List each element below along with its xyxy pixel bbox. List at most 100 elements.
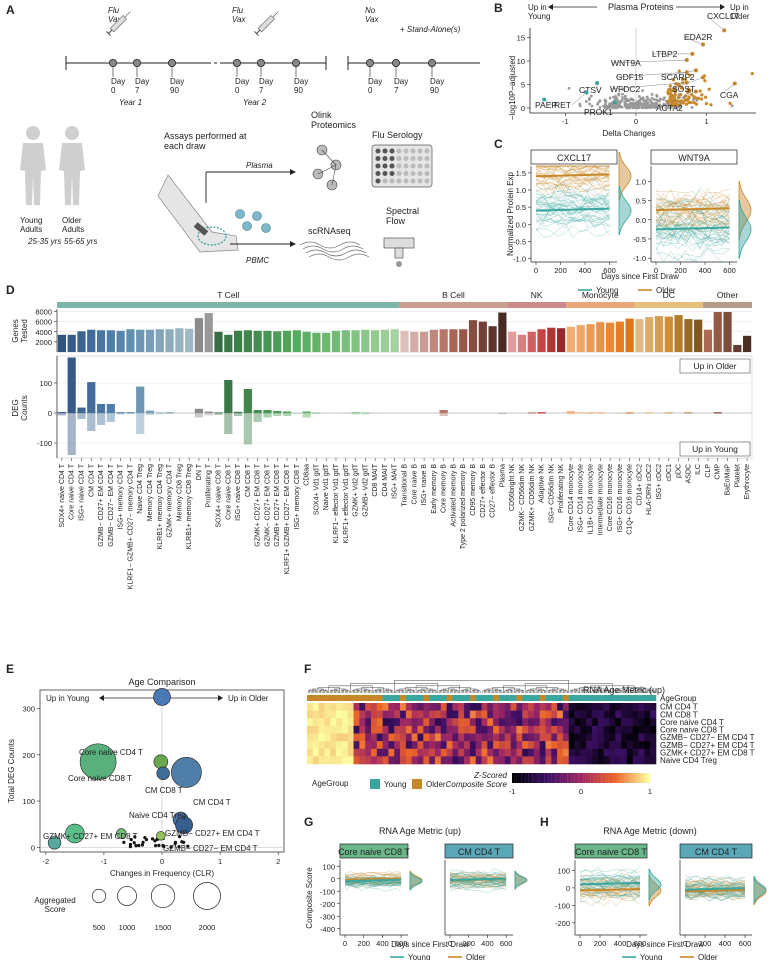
f-dendrogram (602, 690, 606, 693)
d-deg-bar-older (645, 412, 654, 413)
f-heatmap-cell (423, 756, 430, 765)
b-point-older (677, 83, 681, 87)
trajectory-young (579, 874, 641, 882)
d-ytick-label: 2000 (35, 338, 52, 347)
d-category-label: GZMB− CD27− EM CD4 T (108, 463, 115, 546)
f-dendrogram (449, 690, 454, 693)
f-heatmap-cell (458, 748, 465, 757)
trend-young (344, 878, 402, 883)
e-point-small (122, 840, 126, 844)
b-leader-line (719, 83, 735, 96)
d-genes-bar (478, 321, 487, 352)
b-point-ns (598, 99, 602, 103)
f-dendrogram (353, 689, 360, 693)
d-group-label: Other (717, 290, 738, 300)
trajectory-young (449, 883, 507, 887)
f-heatmap-cell (400, 756, 407, 765)
b-protein-label: ACTA2 (656, 103, 683, 113)
d-category-label: Intermediate monocyte (597, 464, 604, 535)
f-heatmap-cell (539, 756, 546, 765)
d-genes-bar (517, 334, 527, 352)
f-heatmap-cell (318, 756, 325, 765)
plate-well (382, 148, 388, 154)
f-colorbar-tick: 0 (579, 787, 583, 796)
f-dendrogram (597, 690, 601, 693)
f-dendrogram (503, 685, 548, 693)
d-deg-bar-older (263, 410, 272, 413)
d-genes-bar (419, 331, 429, 352)
f-heatmap-cell (626, 703, 634, 711)
f-dendrogram (340, 690, 345, 693)
f-heatmap-cell (586, 725, 593, 734)
e-legend-circle (150, 883, 176, 909)
trajectory-young (655, 209, 730, 227)
person-head (65, 126, 79, 140)
f-dendrogram (635, 690, 639, 693)
b-point-ns (614, 105, 618, 108)
f-colorbar-step (535, 773, 538, 783)
d-category-label: BaEoMaP (725, 464, 732, 496)
f-heatmap-cell (638, 718, 645, 727)
f-heatmap-cell (626, 748, 634, 757)
trend-young (655, 226, 730, 231)
f-agegroup-cell (353, 695, 360, 701)
ytick-label: -200 (320, 900, 335, 909)
f-heatmap-cell (516, 741, 523, 750)
b-point-older (679, 99, 684, 103)
f-heatmap-cell (434, 741, 442, 750)
f-heatmap-cell (411, 703, 418, 711)
syringe-needle (124, 11, 131, 18)
b-point-older (694, 96, 698, 100)
f-heatmap-cell (452, 756, 459, 765)
d-category-label: Activated memory B (450, 464, 457, 527)
e-point-small (162, 844, 166, 849)
b-point-ns (629, 97, 633, 101)
density-young (648, 868, 662, 901)
f-dendrogram (334, 688, 346, 693)
timepoint-marker (132, 59, 141, 68)
b-point-ns (662, 98, 665, 101)
b-point-ns (638, 95, 641, 98)
f-heatmap-cell (609, 756, 616, 765)
b-protein-label: CXCL17 (707, 11, 739, 21)
density-young (618, 186, 632, 235)
label-line: Adults (20, 225, 42, 234)
f-heatmap-cell (638, 733, 645, 742)
d-genes-bar (576, 325, 585, 352)
f-heatmap-cell (528, 748, 535, 757)
facet-title: WNT9A (678, 153, 710, 163)
d-deg-bar-young (136, 413, 145, 434)
f-colorbar-step (606, 773, 609, 783)
d-genes-bar (498, 312, 507, 352)
d-genes-bar (77, 331, 86, 352)
f-heatmap-cell (562, 710, 570, 719)
f-agegroup-cell (592, 695, 599, 701)
d-category-label: Erythrocyte (744, 464, 751, 500)
e-point-small (157, 843, 161, 848)
density-young (409, 872, 423, 891)
f-heatmap-cell (429, 756, 436, 765)
f-agegroup-cell (382, 695, 389, 701)
b-point-ns (695, 98, 699, 102)
d-category-label: Proliferating T (206, 463, 213, 507)
f-heatmap-cell (365, 756, 372, 765)
trajectory-young (535, 223, 610, 238)
b-point-ns (730, 104, 734, 108)
f-heatmap-cell (330, 718, 337, 727)
f-heatmap-cell (545, 703, 552, 711)
label-line: Score (45, 905, 66, 914)
d-deg-bar-older (136, 386, 145, 413)
f-colorbar-step (578, 773, 582, 783)
e-point-small (133, 835, 137, 839)
trajectory-young (655, 221, 730, 247)
f-heatmap-cell (650, 703, 657, 711)
rna-strand-icon (305, 249, 367, 257)
label-line: Up in (730, 3, 749, 12)
f-dendrogram (505, 689, 512, 693)
plate-well (410, 148, 416, 154)
f-agegroup-cell (638, 695, 645, 701)
